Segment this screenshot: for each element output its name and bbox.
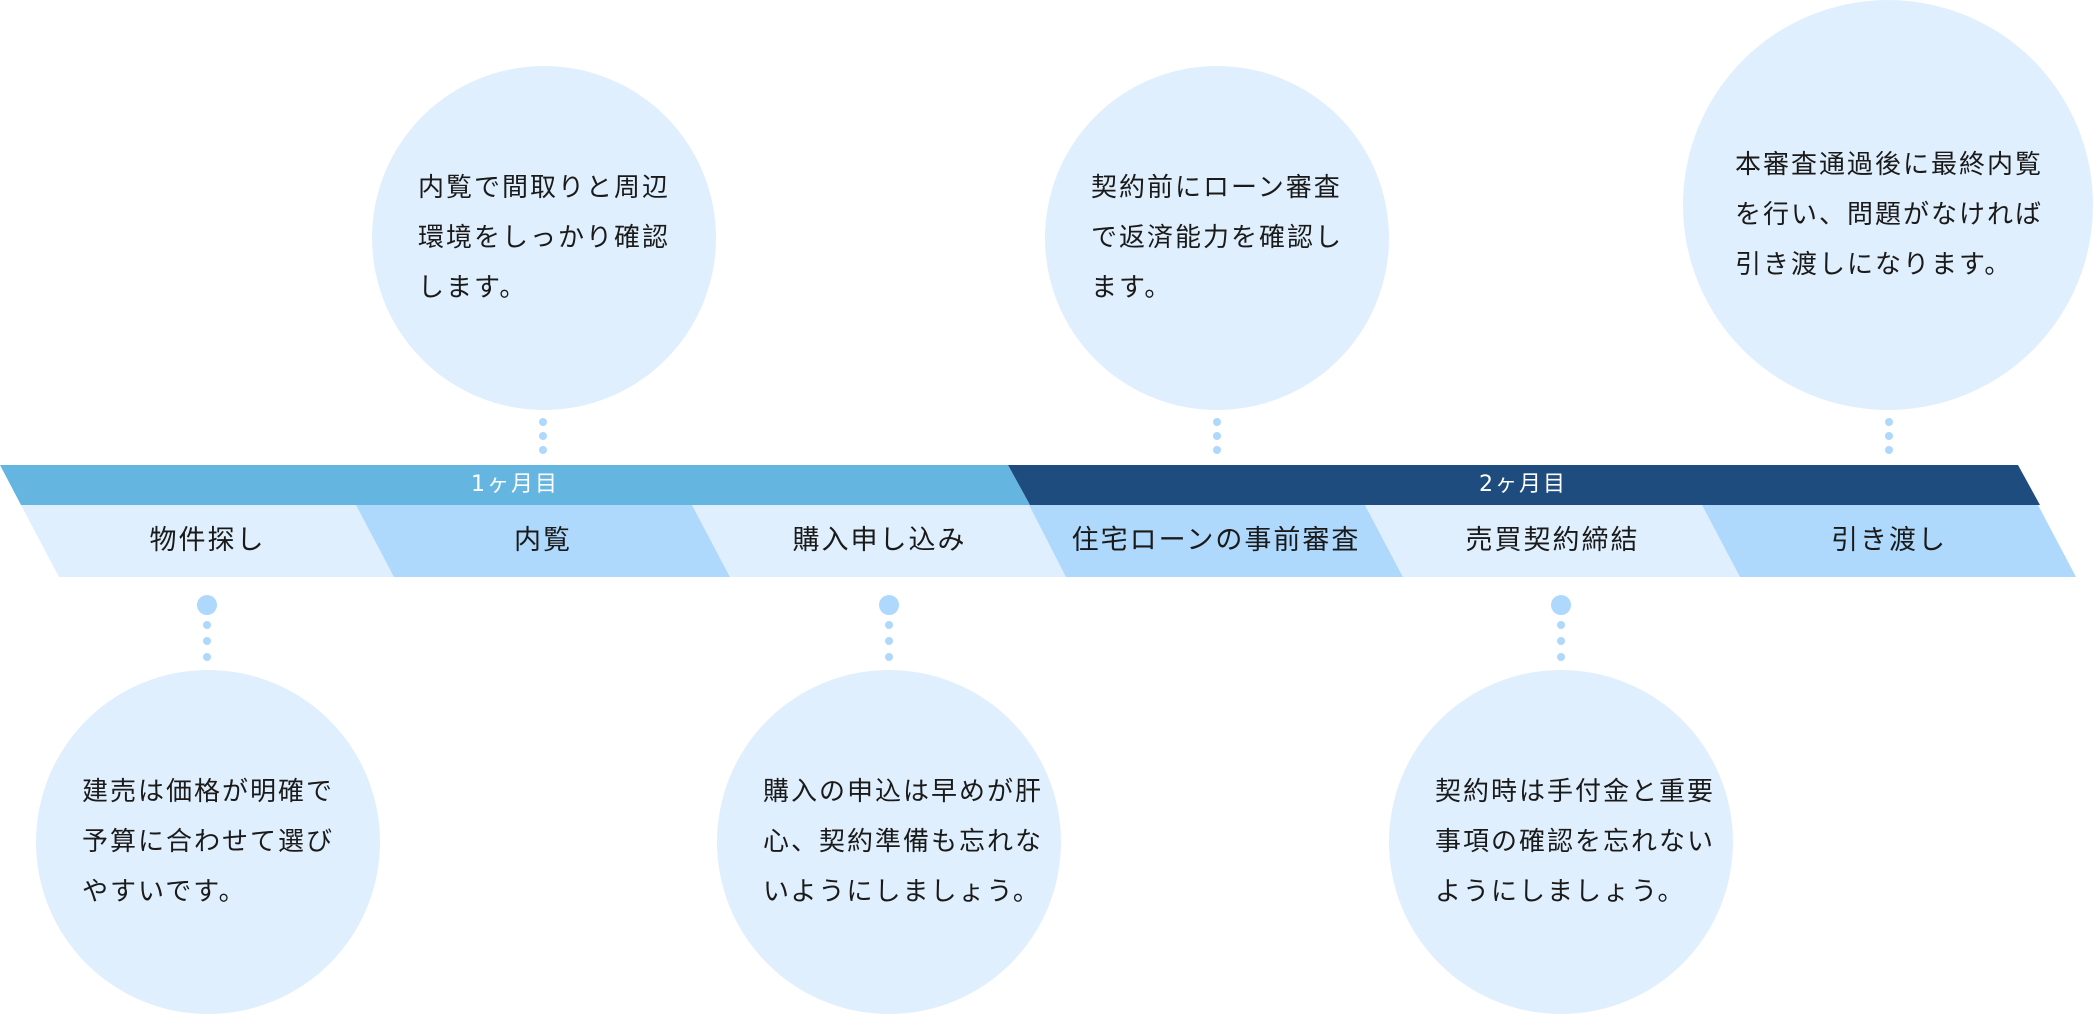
stage-band-5 bbox=[1365, 505, 1740, 577]
note-line: 引き渡しになります。 bbox=[1735, 250, 2013, 280]
connector-dot bbox=[1557, 637, 1565, 645]
connector-dot bbox=[1557, 621, 1565, 629]
note-text: 本審査通過後に最終内覧 を行い、問題がなければ 引き渡しになります。 bbox=[1683, 0, 2093, 410]
connector-node bbox=[197, 595, 217, 615]
stage-band-1 bbox=[21, 505, 394, 577]
note-line: 本審査通過後に最終内覧 bbox=[1735, 150, 2044, 180]
note-text: 内覧で間取りと周辺 環境をしっかり確認 します。 bbox=[372, 66, 716, 410]
month-label-1: 1ヶ月目 bbox=[471, 472, 559, 497]
connector-dot bbox=[539, 418, 547, 426]
note-line: で返済能力を確認し bbox=[1091, 223, 1344, 253]
stage-band-3 bbox=[692, 505, 1066, 577]
connector-dot bbox=[203, 637, 211, 645]
connector-dot bbox=[539, 432, 547, 440]
stage-band-2 bbox=[356, 505, 730, 577]
connector-dot bbox=[1213, 418, 1221, 426]
note-line: いようにしましょう。 bbox=[763, 877, 1041, 907]
note-line: 内覧で間取りと周辺 bbox=[418, 173, 671, 203]
connector-dot bbox=[203, 653, 211, 661]
note-line: ます。 bbox=[1091, 273, 1173, 303]
note-line: 契約時は手付金と重要 bbox=[1435, 777, 1716, 807]
connector-node bbox=[879, 595, 899, 615]
note-text: 契約前にローン審査 で返済能力を確認し ます。 bbox=[1045, 66, 1389, 410]
stage-label-viewing: 内覧 bbox=[514, 525, 572, 556]
note-circle-sales-contract: 契約時は手付金と重要 事項の確認を忘れない ようにしましょう。 bbox=[1389, 670, 1733, 1014]
stage-label-property-search: 物件探し bbox=[149, 525, 266, 556]
note-line: 購入の申込は早めが肝 bbox=[763, 777, 1044, 807]
note-line: 建売は価格が明確で bbox=[82, 777, 335, 807]
stage-band-4 bbox=[1029, 505, 1403, 577]
connector-dot bbox=[203, 621, 211, 629]
note-line: 事項の確認を忘れない bbox=[1435, 827, 1716, 857]
month-band-1 bbox=[0, 465, 1030, 505]
note-line: ようにしましょう。 bbox=[1435, 877, 1686, 907]
stage-band-6 bbox=[1702, 505, 2076, 577]
stage-label-loan-pre-screening: 住宅ローンの事前審査 bbox=[1071, 525, 1361, 556]
connector-dot bbox=[1213, 446, 1221, 454]
month-label-2: 2ヶ月目 bbox=[1479, 472, 1567, 497]
connector-dot bbox=[885, 621, 893, 629]
note-text: 購入の申込は早めが肝 心、契約準備も忘れな いようにしましょう。 bbox=[717, 670, 1061, 1014]
note-circle-handover: 本審査通過後に最終内覧 を行い、問題がなければ 引き渡しになります。 bbox=[1683, 0, 2093, 410]
connector-dot bbox=[1885, 418, 1893, 426]
note-line: します。 bbox=[418, 273, 528, 303]
note-circle-property-search: 建売は価格が明確で 予算に合わせて選び やすいです。 bbox=[36, 670, 380, 1014]
stage-label-purchase-application: 購入申し込み bbox=[792, 525, 967, 556]
connector-dot bbox=[885, 637, 893, 645]
note-circle-purchase-application: 購入の申込は早めが肝 心、契約準備も忘れな いようにしましょう。 bbox=[717, 670, 1061, 1014]
connector-dot bbox=[1557, 653, 1565, 661]
note-line: 予算に合わせて選び bbox=[82, 827, 335, 857]
note-line: 環境をしっかり確認 bbox=[418, 223, 671, 253]
note-text: 契約時は手付金と重要 事項の確認を忘れない ようにしましょう。 bbox=[1389, 670, 1733, 1014]
connector-dot bbox=[1213, 432, 1221, 440]
stage-label-sales-contract: 売買契約締結 bbox=[1465, 525, 1640, 556]
connector-dot bbox=[539, 446, 547, 454]
note-line: を行い、問題がなければ bbox=[1735, 200, 2044, 230]
connector-node bbox=[1551, 595, 1571, 615]
note-text: 建売は価格が明確で 予算に合わせて選び やすいです。 bbox=[36, 670, 380, 1014]
connector-dot bbox=[1885, 446, 1893, 454]
note-circle-loan-pre-screening: 契約前にローン審査 で返済能力を確認し ます。 bbox=[1045, 66, 1389, 410]
month-band-2 bbox=[1008, 465, 2040, 505]
note-line: 心、契約準備も忘れな bbox=[763, 827, 1044, 857]
note-line: 契約前にローン審査 bbox=[1091, 173, 1342, 203]
connector-dot bbox=[1885, 432, 1893, 440]
note-circle-viewing: 内覧で間取りと周辺 環境をしっかり確認 します。 bbox=[372, 66, 716, 410]
stage-label-handover: 引き渡し bbox=[1831, 525, 1947, 556]
connector-dot bbox=[885, 653, 893, 661]
note-line: やすいです。 bbox=[82, 877, 247, 907]
